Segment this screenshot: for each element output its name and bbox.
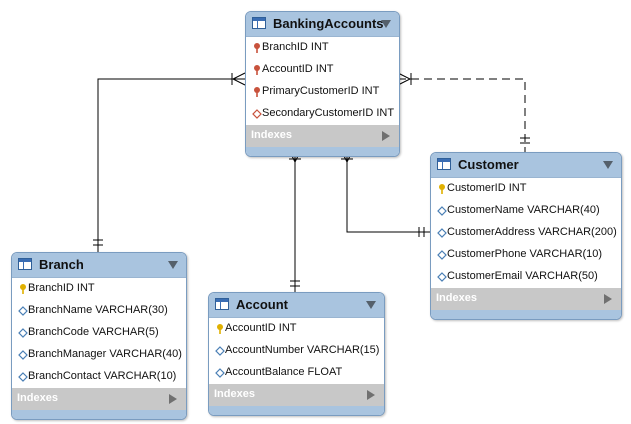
foreign-column-diamond-icon	[252, 109, 262, 119]
column-name: BranchID INT	[28, 282, 95, 294]
branch-relationship-line	[97, 78, 245, 252]
column-name: CustomerPhone VARCHAR(10)	[447, 248, 603, 260]
column-row[interactable]: BranchManager VARCHAR(40)	[12, 344, 186, 366]
column-row[interactable]: BranchID INT	[12, 278, 186, 300]
column-name: SecondaryCustomerID INT	[262, 107, 395, 119]
indexes-bar[interactable]: Indexes	[431, 288, 621, 310]
column-row[interactable]: CustomerAddress VARCHAR(200)	[431, 222, 621, 244]
customer-primary-relationship-line	[346, 150, 430, 233]
table-title: BankingAccounts	[273, 16, 384, 31]
primary-key-icon	[20, 284, 26, 294]
foreign-key-icon	[254, 87, 260, 97]
column-name: CustomerAddress VARCHAR(200)	[447, 226, 617, 238]
column-row[interactable]: PrimaryCustomerID INT	[246, 81, 399, 103]
collapse-arrow-icon[interactable]	[603, 161, 613, 169]
customer-secondary-relationship-line	[398, 78, 526, 152]
table-header[interactable]: Account	[209, 293, 384, 318]
column-row[interactable]: CustomerPhone VARCHAR(10)	[431, 244, 621, 266]
column-row[interactable]: BranchCode VARCHAR(5)	[12, 322, 186, 344]
column-name: BranchName VARCHAR(30)	[28, 304, 168, 316]
table-banking-accounts[interactable]: BankingAccounts BranchID INT AccountID I…	[245, 11, 400, 157]
indexes-label: Indexes	[251, 129, 292, 141]
customer-one-marker-left	[418, 227, 425, 237]
column-name: BranchCode VARCHAR(5)	[28, 326, 159, 338]
table-footer	[246, 147, 399, 156]
indexes-bar[interactable]: Indexes	[12, 388, 186, 410]
collapse-arrow-icon[interactable]	[366, 301, 376, 309]
column-diamond-icon	[18, 372, 28, 382]
table-icon	[437, 158, 451, 170]
table-title: Customer	[458, 157, 519, 172]
indexes-label: Indexes	[436, 292, 477, 304]
column-diamond-icon	[215, 346, 225, 356]
indexes-label: Indexes	[17, 392, 58, 404]
primary-key-icon	[439, 184, 445, 194]
column-diamond-icon	[437, 206, 447, 216]
column-row[interactable]: AccountNumber VARCHAR(15)	[209, 340, 384, 362]
table-header[interactable]: Customer	[431, 153, 621, 178]
indexes-bar[interactable]: Indexes	[246, 125, 399, 147]
column-diamond-icon	[18, 306, 28, 316]
column-row[interactable]: AccountID INT	[246, 59, 399, 81]
expand-arrow-icon[interactable]	[382, 131, 390, 141]
column-diamond-icon	[18, 328, 28, 338]
expand-arrow-icon[interactable]	[604, 294, 612, 304]
account-one-marker	[290, 280, 300, 287]
column-name: AccountID INT	[262, 63, 334, 75]
column-name: CustomerEmail VARCHAR(50)	[447, 270, 598, 282]
column-name: CustomerName VARCHAR(40)	[447, 204, 600, 216]
table-title: Account	[236, 297, 288, 312]
banking-many-marker-left	[231, 72, 246, 86]
primary-key-icon	[217, 324, 223, 334]
column-diamond-icon	[18, 350, 28, 360]
column-name: PrimaryCustomerID INT	[262, 85, 380, 97]
column-row[interactable]: AccountID INT	[209, 318, 384, 340]
branch-one-marker	[93, 239, 103, 246]
table-customer[interactable]: Customer CustomerID INT CustomerName VAR…	[430, 152, 622, 320]
column-row[interactable]: BranchID INT	[246, 37, 399, 59]
expand-arrow-icon[interactable]	[169, 394, 177, 404]
column-row[interactable]: AccountBalance FLOAT	[209, 362, 384, 384]
indexes-bar[interactable]: Indexes	[209, 384, 384, 406]
column-name: AccountBalance FLOAT	[225, 366, 343, 378]
table-header[interactable]: Branch	[12, 253, 186, 278]
column-diamond-icon	[437, 272, 447, 282]
foreign-key-icon	[254, 43, 260, 53]
indexes-label: Indexes	[214, 388, 255, 400]
expand-arrow-icon[interactable]	[367, 390, 375, 400]
table-icon	[252, 17, 266, 29]
column-name: CustomerID INT	[447, 182, 527, 194]
table-header[interactable]: BankingAccounts	[246, 12, 399, 37]
table-footer	[12, 410, 186, 419]
column-name: BranchContact VARCHAR(10)	[28, 370, 177, 382]
collapse-arrow-icon[interactable]	[381, 20, 391, 28]
column-row[interactable]: CustomerName VARCHAR(40)	[431, 200, 621, 222]
column-name: BranchID INT	[262, 41, 329, 53]
table-footer	[209, 406, 384, 415]
column-diamond-icon	[215, 368, 225, 378]
table-icon	[215, 298, 229, 310]
table-branch[interactable]: Branch BranchID INT BranchName VARCHAR(3…	[11, 252, 187, 420]
column-row[interactable]: CustomerEmail VARCHAR(50)	[431, 266, 621, 288]
collapse-arrow-icon[interactable]	[168, 261, 178, 269]
foreign-key-icon	[254, 65, 260, 75]
column-diamond-icon	[437, 228, 447, 238]
banking-many-marker-right	[397, 72, 412, 86]
column-row[interactable]: CustomerID INT	[431, 178, 621, 200]
table-footer	[431, 310, 621, 319]
column-row[interactable]: BranchContact VARCHAR(10)	[12, 366, 186, 388]
column-row[interactable]: BranchName VARCHAR(30)	[12, 300, 186, 322]
column-name: AccountNumber VARCHAR(15)	[225, 344, 380, 356]
column-row[interactable]: SecondaryCustomerID INT	[246, 103, 399, 125]
column-diamond-icon	[437, 250, 447, 260]
table-icon	[18, 258, 32, 270]
table-title: Branch	[39, 257, 84, 272]
column-name: AccountID INT	[225, 322, 297, 334]
column-name: BranchManager VARCHAR(40)	[28, 348, 182, 360]
customer-one-marker-top	[520, 137, 530, 144]
table-account[interactable]: Account AccountID INT AccountNumber VARC…	[208, 292, 385, 416]
